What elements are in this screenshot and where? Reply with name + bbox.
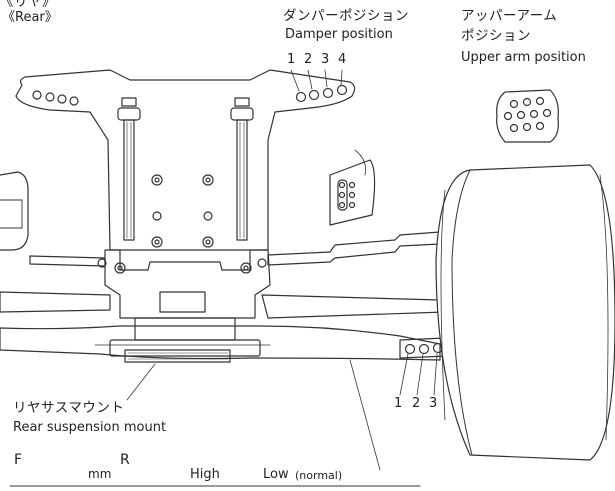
chassis-plate [0, 325, 441, 361]
lower-leader-line [349, 359, 381, 471]
lower-position-number-2: 2 [412, 396, 421, 411]
upper-arm-position-label-jp2: ポジション [461, 28, 531, 44]
rear-suspension-mount [109, 339, 261, 363]
section-label-en: 《Rear》 [2, 10, 58, 25]
damper-position-holes [295, 84, 348, 103]
lower-position-number-3: 3 [429, 396, 438, 411]
lower-position-number-1: 1 [394, 396, 403, 411]
gearbox-screws [97, 258, 267, 274]
lower-arm-right [261, 294, 446, 319]
damper-position-label-en: Damper position [285, 27, 393, 42]
table-header-low-note: (normal) [295, 469, 343, 482]
upper-arm-position-inset [496, 89, 559, 143]
shock-tower [15, 69, 356, 251]
table-header-high: High [190, 467, 220, 482]
gearbox [104, 249, 271, 319]
upper-arm-position-label-en: Upper arm position [461, 50, 586, 65]
damper-left [117, 97, 141, 241]
upper-turnbuckle-left [29, 255, 106, 267]
table-header-f: F [14, 452, 23, 468]
upper-arm-position-label-jp: アッパーアーム [461, 8, 558, 24]
damper-position-number-2: 2 [304, 52, 313, 67]
left-side-block [0, 171, 29, 251]
damper-position-number-3: 3 [321, 52, 330, 67]
upper-turnbuckle-right [267, 231, 441, 266]
tower-screws [151, 174, 214, 248]
rear-suspension-mount-label-en: Rear suspension mount [13, 420, 167, 435]
tower-holes-left [32, 90, 79, 106]
section-label-jp: 《リヤ》 [0, 0, 56, 10]
table-header-unit: mm [88, 467, 112, 481]
damper-position-number-1: 1 [287, 52, 296, 67]
table-header-low: Low [263, 467, 289, 482]
damper-right [230, 97, 254, 241]
rear-suspension-mount-label-jp: リヤサスマウント [13, 400, 125, 416]
table-header-r: R [120, 452, 130, 468]
rear-wheel [435, 164, 615, 461]
damper-position-number-4: 4 [338, 52, 347, 67]
lower-arm-left [0, 291, 111, 313]
mount-leader-line [126, 363, 156, 401]
damper-position-label-jp: ダンパーポジション [283, 8, 409, 24]
hub-carrier [329, 149, 376, 226]
